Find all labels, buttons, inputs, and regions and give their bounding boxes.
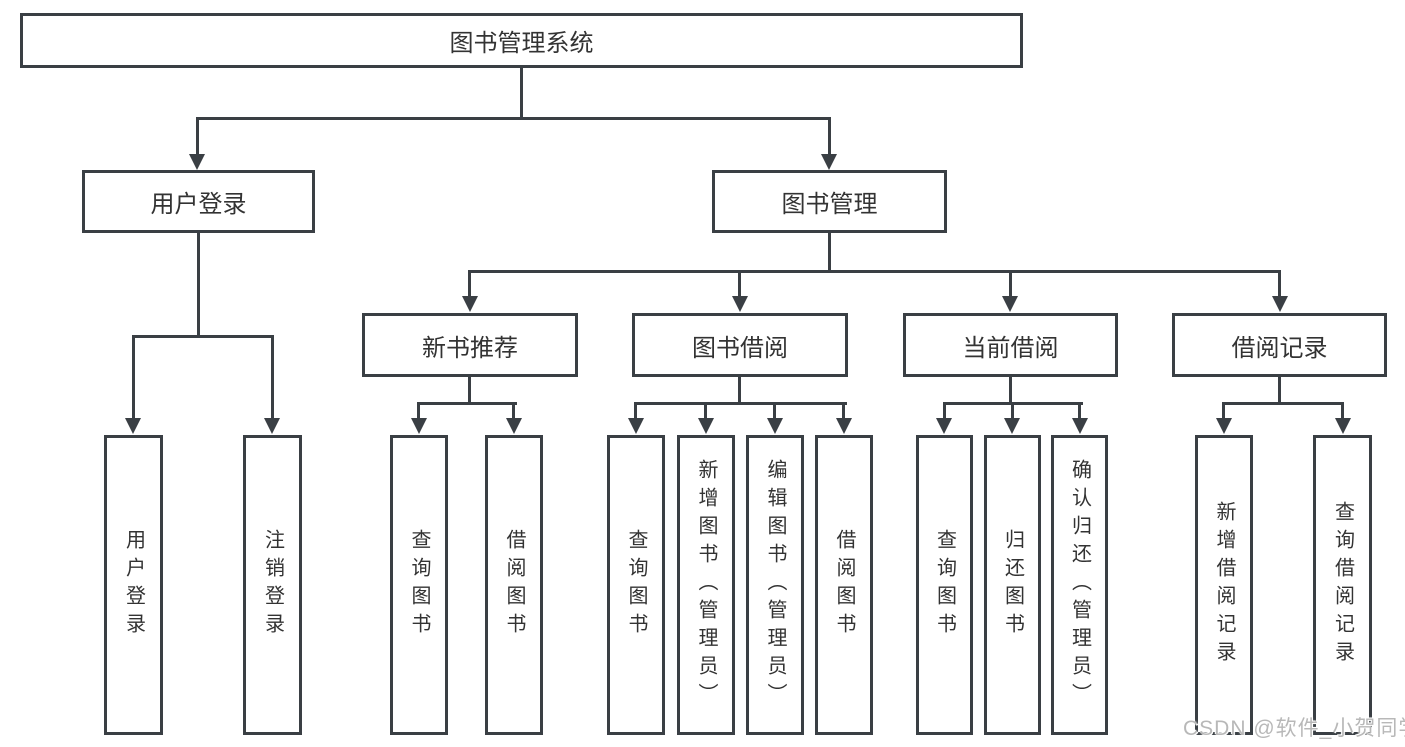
arrowhead-icon: [1002, 296, 1018, 312]
connector-drop: [1222, 402, 1225, 419]
arrowhead-icon: [506, 418, 522, 434]
connector-drop-book-borrow: [738, 270, 741, 297]
leaf-user-login: 用户登录: [104, 435, 163, 735]
connector-drop-user-login: [196, 117, 199, 155]
connector-book-management-bar: [470, 270, 1281, 273]
leaf-borrow-books: 借阅图书: [815, 435, 873, 735]
arrowhead-icon: [189, 154, 205, 170]
connector-root-stem: [520, 68, 523, 117]
node-borrow-records: 借阅记录: [1172, 313, 1387, 377]
connector-drop: [1078, 402, 1081, 419]
connector-book-borrow-bar: [636, 402, 847, 405]
connector-drop: [943, 402, 946, 419]
arrowhead-icon: [936, 418, 952, 434]
connector-drop: [704, 402, 707, 419]
arrowhead-icon: [698, 418, 714, 434]
arrowhead-icon: [732, 296, 748, 312]
leaf-query-books-current: 查询图书: [916, 435, 973, 735]
leaf-query-books-borrow: 查询图书: [607, 435, 665, 735]
connector-borrow-records-bar: [1224, 402, 1344, 405]
node-book-borrow: 图书借阅: [632, 313, 848, 377]
connector-user-login-bar: [133, 335, 274, 338]
connector-drop-leaf-logout: [271, 335, 274, 419]
connector-user-login-stem: [197, 233, 200, 335]
connector-book-management-stem: [828, 233, 831, 270]
connector-drop-current-borrow: [1009, 270, 1012, 297]
connector-drop-book-management: [828, 117, 831, 155]
connector-drop-new-book-recommend: [468, 270, 471, 297]
connector-drop: [773, 402, 776, 419]
connector-drop: [634, 402, 637, 419]
csdn-watermark: CSDN @软件_小贺同学: [1183, 717, 1405, 740]
leaf-query-books-recommend: 查询图书: [390, 435, 448, 735]
arrowhead-icon: [264, 418, 280, 434]
connector-recommend-bar: [419, 402, 517, 405]
leaf-query-borrow-record: 查询借阅记录: [1313, 435, 1372, 735]
connector-recommend-stem: [468, 377, 471, 402]
connector-drop: [512, 402, 515, 419]
node-new-book-recommend: 新书推荐: [362, 313, 578, 377]
leaf-edit-books-admin: 编辑图书（管理员）: [746, 435, 804, 735]
connector-borrow-records-stem: [1278, 377, 1281, 402]
arrowhead-icon: [411, 418, 427, 434]
arrowhead-icon: [462, 296, 478, 312]
connector-drop: [1341, 402, 1344, 419]
leaf-confirm-return-admin: 确认归还（管理员）: [1051, 435, 1108, 735]
connector-drop: [842, 402, 845, 419]
connector-current-borrow-stem: [1009, 377, 1012, 402]
connector-drop: [1011, 402, 1014, 419]
leaf-borrow-books-recommend: 借阅图书: [485, 435, 543, 735]
leaf-add-books-admin: 新增图书（管理员）: [677, 435, 735, 735]
arrowhead-icon: [628, 418, 644, 434]
arrowhead-icon: [836, 418, 852, 434]
node-current-borrow: 当前借阅: [903, 313, 1118, 377]
connector-root-bar: [197, 117, 831, 120]
arrowhead-icon: [1272, 296, 1288, 312]
connector-book-borrow-stem: [738, 377, 741, 402]
node-user-login-branch: 用户登录: [82, 170, 315, 233]
arrowhead-icon: [1216, 418, 1232, 434]
leaf-add-borrow-record: 新增借阅记录: [1195, 435, 1253, 735]
arrowhead-icon: [1072, 418, 1088, 434]
node-root: 图书管理系统: [20, 13, 1023, 68]
arrowhead-icon: [1335, 418, 1351, 434]
node-book-management: 图书管理: [712, 170, 947, 233]
arrowhead-icon: [125, 418, 141, 434]
leaf-logout: 注销登录: [243, 435, 302, 735]
connector-drop-leaf-user-login: [132, 335, 135, 419]
connector-drop: [417, 402, 420, 419]
connector-drop-borrow-records: [1278, 270, 1281, 297]
arrowhead-icon: [767, 418, 783, 434]
leaf-return-books: 归还图书: [984, 435, 1041, 735]
arrowhead-icon: [821, 154, 837, 170]
arrowhead-icon: [1004, 418, 1020, 434]
